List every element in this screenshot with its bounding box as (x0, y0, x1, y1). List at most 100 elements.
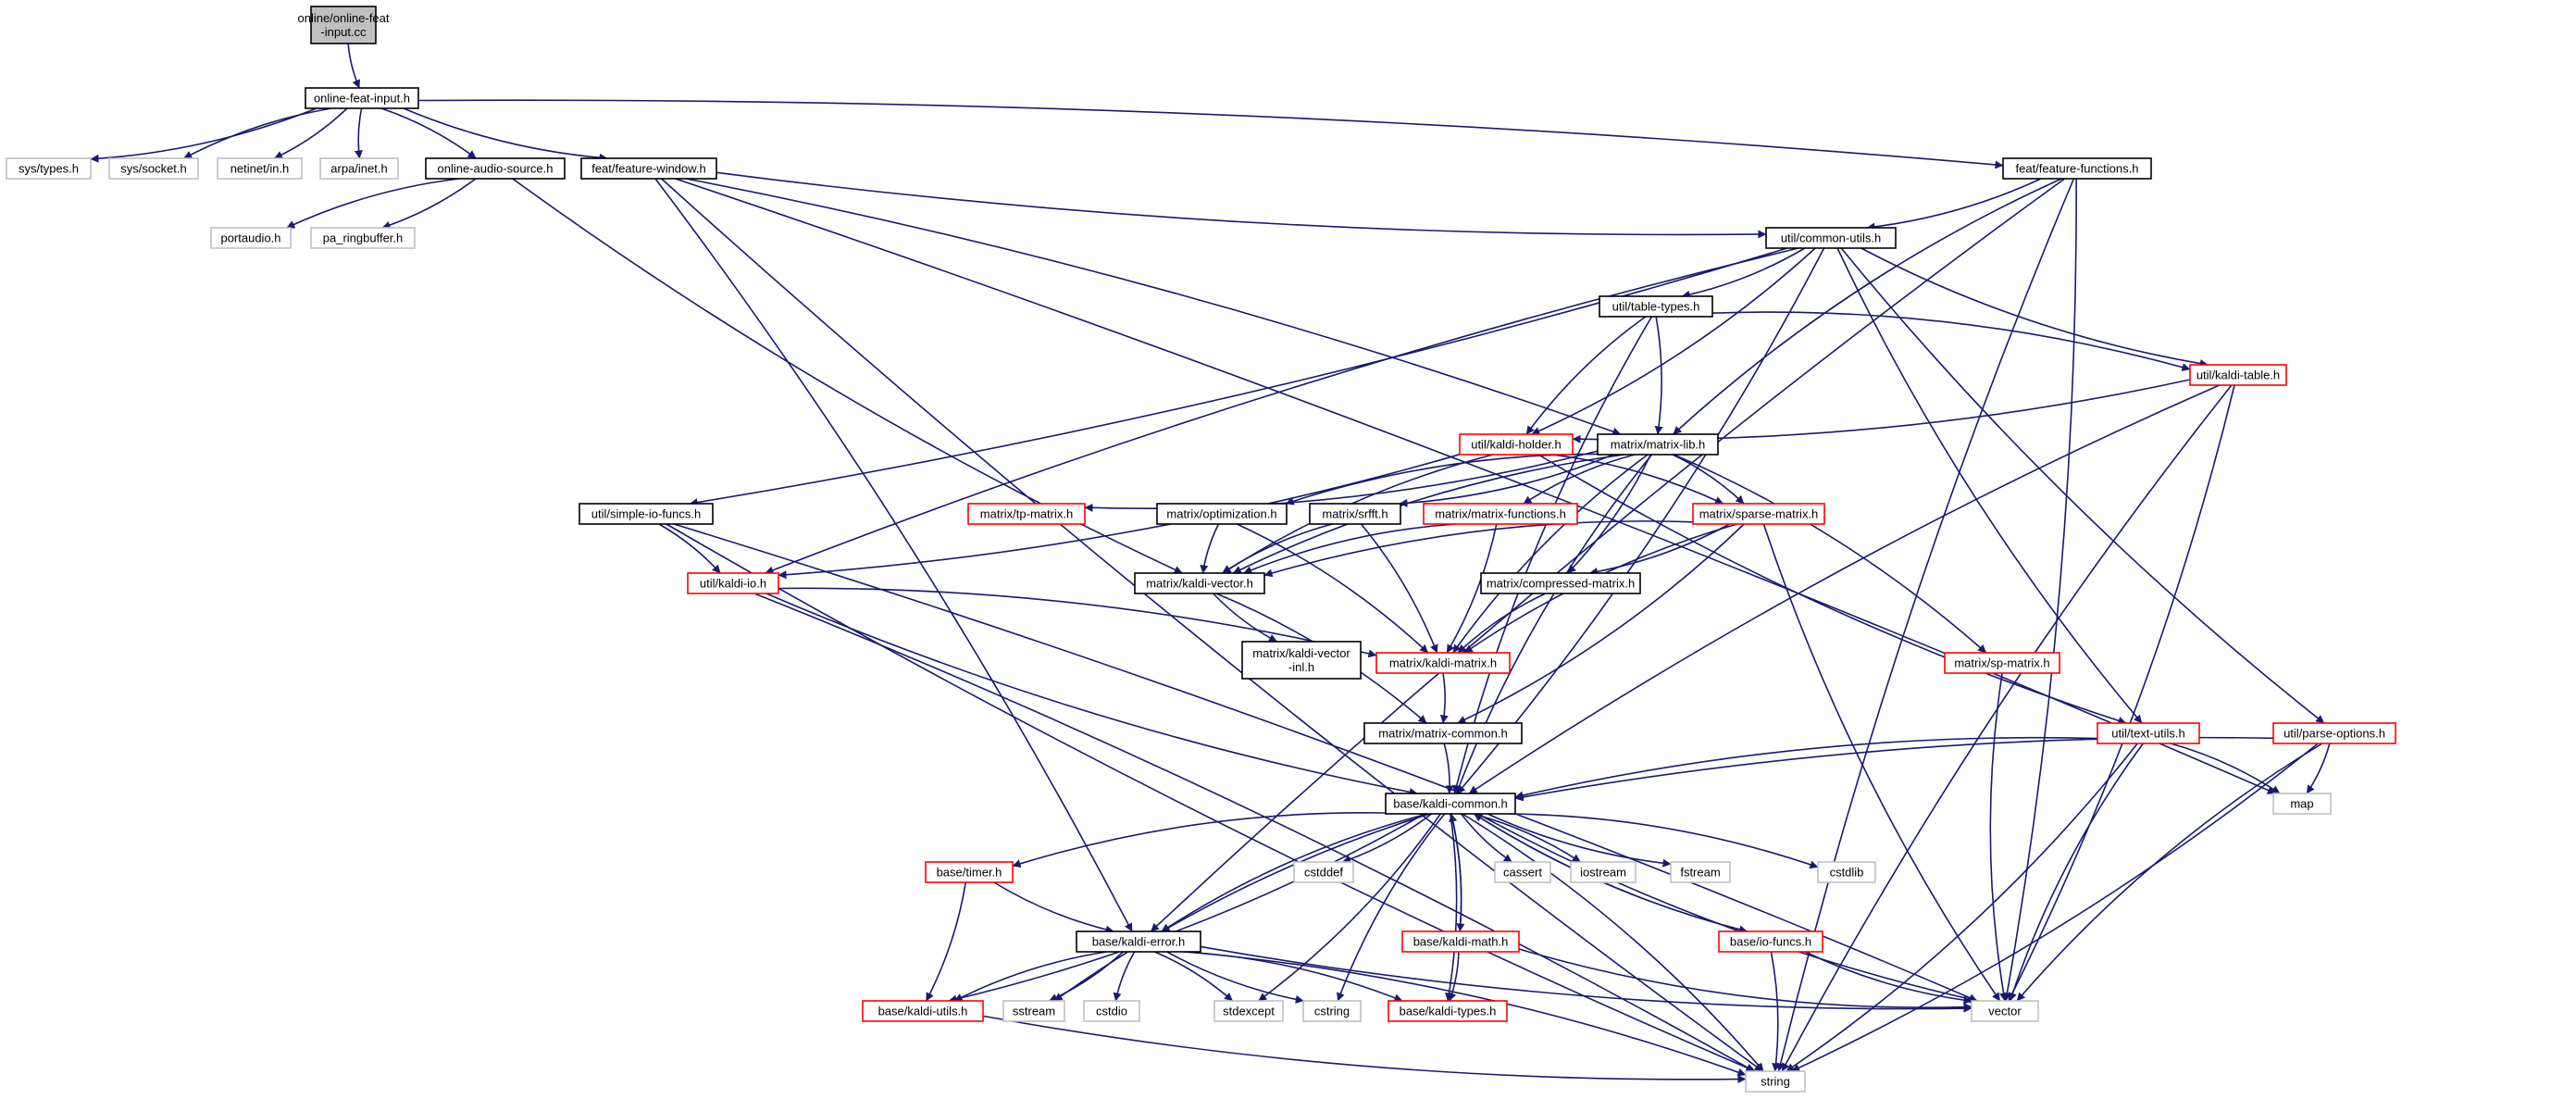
node-base-timer-h[interactable]: base/timer.h (925, 861, 1014, 883)
node-box-feat-feature-functions-h (2002, 157, 2152, 180)
node-map[interactable]: map (2272, 793, 2332, 815)
edge-base-timer-h-to-base-kaldi-utils-h (925, 881, 967, 1002)
node-label-netinet-in-h: netinet/in.h (230, 162, 290, 176)
node-online-audio-source-h[interactable]: online-audio-source.h (425, 157, 566, 180)
node-base-kaldi-common-h[interactable]: base/kaldi-common.h (1385, 793, 1516, 815)
node-util-text-utils-h[interactable]: util/text-utils.h (2097, 722, 2200, 744)
edge-util-common-utils-h-to-util-parse-options-h (1840, 247, 2325, 724)
edge-base-kaldi-common-h-to-base-kaldi-utils-h (948, 813, 1425, 1004)
node-label-matrix-kaldi-vector-inl-h: -inl.h (1288, 660, 1314, 674)
edge-base-kaldi-math-h-to-base-kaldi-common-h (1449, 813, 1462, 932)
node-box-matrix-kaldi-matrix-h (1375, 652, 1511, 674)
node-matrix-sparse-matrix-h[interactable]: matrix/sparse-matrix.h (1692, 503, 1825, 525)
node-cstring[interactable]: cstring (1302, 1000, 1362, 1022)
edge-util-table-types-h-to-matrix-matrix-lib-h (1654, 316, 1663, 435)
node-matrix-srfft-h[interactable]: matrix/srfft.h (1309, 503, 1401, 525)
node-util-kaldi-table-h[interactable]: util/kaldi-table.h (2189, 364, 2287, 386)
node-box-string (1745, 1070, 1806, 1093)
node-matrix-optimization-h[interactable]: matrix/optimization.h (1156, 503, 1288, 525)
node-netinet-in-h[interactable]: netinet/in.h (217, 157, 303, 180)
node-util-kaldi-holder-h[interactable]: util/kaldi-holder.h (1459, 433, 1574, 456)
edge-matrix-matrix-lib-h-to-matrix-matrix-functions-h (1523, 454, 1636, 505)
node-util-common-utils-h[interactable]: util/common-utils.h (1765, 227, 1897, 249)
node-cstdio[interactable]: cstdio (1083, 1000, 1140, 1022)
edge-matrix-optimization-h-to-matrix-kaldi-vector-h (1200, 523, 1220, 574)
edge-matrix-kaldi-matrix-h-to-matrix-matrix-common-h (1439, 672, 1449, 724)
node-label-util-common-utils-h: util/common-utils.h (1781, 231, 1881, 245)
node-feat-feature-functions-h[interactable]: feat/feature-functions.h (2002, 157, 2152, 180)
node-iostream[interactable]: iostream (1570, 861, 1636, 883)
node-label-util-simple-io-funcs-h: util/simple-io-funcs.h (591, 507, 702, 521)
edge-base-kaldi-common-h-to-base-timer-h (1012, 812, 1387, 868)
edge-util-simple-io-funcs-h-to-string (666, 523, 1756, 1072)
node-label-arpa-inet-h: arpa/inet.h (330, 162, 387, 176)
edge-base-kaldi-math-h-to-base-kaldi-types-h (1448, 951, 1460, 1002)
node-vector[interactable]: vector (1971, 1000, 2039, 1022)
node-matrix-tp-matrix-h[interactable]: matrix/tp-matrix.h (967, 503, 1086, 525)
edge-matrix-kaldi-vector-h-to-matrix-kaldi-vector-inl-h (1213, 593, 1277, 643)
node-portaudio-h[interactable]: portaudio.h (210, 227, 292, 249)
node-util-table-types-h[interactable]: util/table-types.h (1599, 295, 1713, 318)
edge-matrix-srfft-h-to-matrix-kaldi-matrix-h (1360, 523, 1438, 654)
node-util-simple-io-funcs-h[interactable]: util/simple-io-funcs.h (579, 503, 714, 525)
node-arpa-inet-h[interactable]: arpa/inet.h (319, 157, 399, 180)
node-matrix-matrix-lib-h[interactable]: matrix/matrix-lib.h (1597, 433, 1719, 456)
node-box-stdexcept (1213, 1000, 1284, 1022)
edge-matrix-matrix-lib-h-to-matrix-sp-matrix-h (1673, 454, 1987, 654)
node-matrix-kaldi-vector-h[interactable]: matrix/kaldi-vector.h (1134, 572, 1265, 594)
edge-matrix-matrix-lib-h-to-matrix-kaldi-matrix-h (1452, 454, 1649, 654)
edge-base-kaldi-error-h-to-vector (1200, 945, 1972, 1013)
edge-util-parse-options-h-to-string (1791, 743, 2319, 1072)
node-base-io-funcs-h[interactable]: base/io-funcs.h (1718, 930, 1823, 953)
node-matrix-matrix-common-h[interactable]: matrix/matrix-common.h (1363, 722, 1523, 744)
node-base-kaldi-math-h[interactable]: base/kaldi-math.h (1401, 930, 1520, 953)
node-box-fstream (1670, 861, 1731, 883)
node-box-cstddef (1293, 861, 1354, 883)
node-box-util-table-types-h (1599, 295, 1713, 318)
node-pa-ringbuffer-h[interactable]: pa_ringbuffer.h (310, 227, 416, 249)
node-base-kaldi-error-h[interactable]: base/kaldi-error.h (1076, 930, 1201, 953)
node-matrix-sp-matrix-h[interactable]: matrix/sp-matrix.h (1944, 652, 2060, 674)
edge-matrix-matrix-lib-h-to-matrix-compressed-matrix-h (1567, 454, 1652, 574)
edge-online-feat-input-h-to-online-audio-source-h (380, 107, 477, 159)
node-cstddef[interactable]: cstddef (1293, 861, 1354, 883)
node-box-cassert (1494, 861, 1551, 883)
node-sys-socket-h[interactable]: sys/socket.h (108, 157, 199, 180)
node-online-feat-input-h[interactable]: online-feat-input.h (305, 87, 419, 109)
edge-util-parse-options-h-to-base-kaldi-common-h (1514, 736, 2274, 802)
node-label-online-audio-source-h: online-audio-source.h (437, 162, 553, 176)
node-util-parse-options-h[interactable]: util/parse-options.h (2272, 722, 2396, 744)
node-box-arpa-inet-h (319, 157, 399, 180)
node-label-iostream: iostream (1580, 866, 1626, 880)
edge-matrix-srfft-h-to-matrix-kaldi-vector-h (1222, 523, 1333, 574)
node-matrix-kaldi-vector-inl-h[interactable]: matrix/kaldi-vector-inl.h (1241, 641, 1362, 680)
node-string[interactable]: string (1745, 1070, 1806, 1093)
edge-matrix-sparse-matrix-h-to-matrix-compressed-matrix-h (1588, 523, 1730, 576)
edge-util-kaldi-holder-h-to-util-kaldi-io-h (778, 454, 1461, 580)
edge-util-kaldi-table-h-to-util-kaldi-holder-h (1572, 379, 2191, 443)
node-sstream[interactable]: sstream (1002, 1000, 1065, 1022)
node-util-kaldi-io-h[interactable]: util/kaldi-io.h (687, 572, 779, 594)
node-sys-types-h[interactable]: sys/types.h (6, 157, 92, 180)
node-matrix-kaldi-matrix-h[interactable]: matrix/kaldi-matrix.h (1375, 652, 1511, 674)
node-cassert[interactable]: cassert (1494, 861, 1551, 883)
edge-base-kaldi-math-h-to-vector (1518, 948, 1972, 1012)
node-feat-feature-window-h[interactable]: feat/feature-window.h (580, 157, 717, 180)
node-base-kaldi-types-h[interactable]: base/kaldi-types.h (1388, 1000, 1508, 1022)
node-fstream[interactable]: fstream (1670, 861, 1731, 883)
node-label-sstream: sstream (1013, 1005, 1055, 1018)
edge-util-text-utils-h-to-string (1786, 743, 2138, 1072)
node-matrix-matrix-functions-h[interactable]: matrix/matrix-functions.h (1423, 503, 1578, 525)
node-label-matrix-matrix-functions-h: matrix/matrix-functions.h (1435, 507, 1566, 521)
edge-base-kaldi-error-h-to-sstream (1049, 951, 1124, 1002)
edge-online-feat-input-h-to-sys-socket-h (183, 107, 332, 159)
node-cstdlib[interactable]: cstdlib (1817, 861, 1876, 883)
edge-util-kaldi-table-h-to-vector (2008, 384, 2235, 1002)
node-online-feat-input-cc[interactable]: online/online-feat-input.cc (297, 6, 390, 44)
node-base-kaldi-utils-h[interactable]: base/kaldi-utils.h (862, 1000, 984, 1022)
edge-feat-feature-window-h-to-util-common-utils-h (716, 171, 1767, 239)
node-matrix-compressed-matrix-h[interactable]: matrix/compressed-matrix.h (1480, 572, 1641, 594)
node-stdexcept[interactable]: stdexcept (1213, 1000, 1284, 1022)
node-box-util-simple-io-funcs-h (579, 503, 714, 525)
